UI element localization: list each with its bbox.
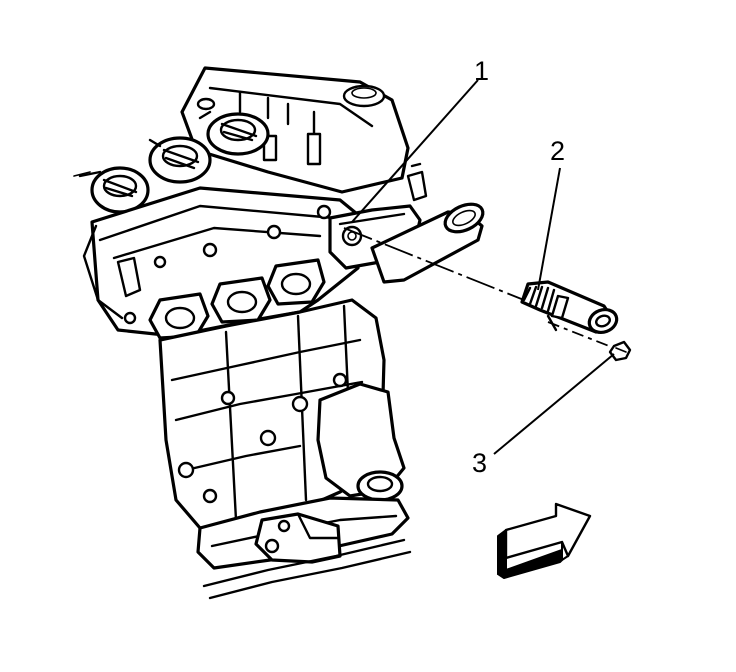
callout-1-label: 1 — [474, 56, 489, 86]
coolant-tube-illustration — [520, 280, 619, 334]
ignition-coils — [78, 97, 270, 214]
engine-block-illustration — [73, 66, 485, 600]
alignment-centerline — [343, 227, 535, 305]
callout-2-leader — [537, 167, 561, 291]
bolt-alignment-line — [547, 321, 615, 349]
cover-studs — [238, 90, 322, 166]
callout-3-label: 3 — [472, 448, 487, 478]
callout-3-leader — [493, 353, 615, 455]
exhaust-ports — [148, 258, 326, 340]
bolt-illustration — [608, 340, 632, 362]
callout-1-leader — [351, 79, 479, 223]
callout-2-label: 2 — [550, 136, 565, 166]
front-of-vehicle-arrow-icon — [497, 502, 592, 579]
block-bosses — [177, 372, 348, 504]
